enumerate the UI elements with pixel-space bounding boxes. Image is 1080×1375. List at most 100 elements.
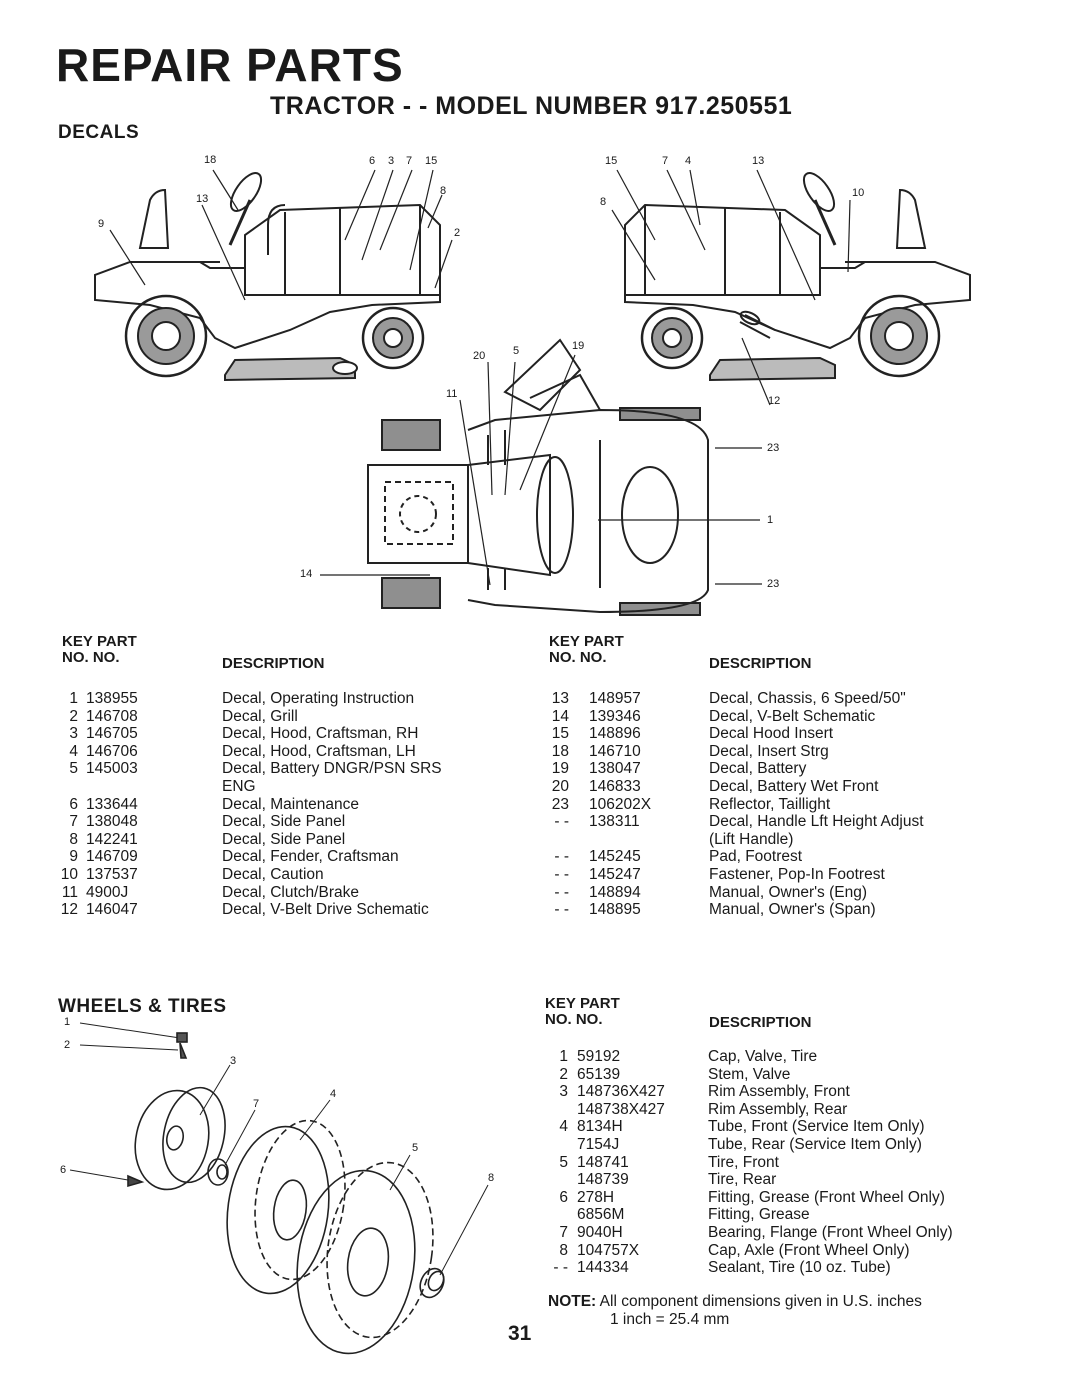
callout-7b: 7: [662, 155, 669, 167]
key-number: - -: [554, 865, 569, 883]
decals-section-title: DECALS: [58, 122, 140, 143]
wheels-desc-header: DESCRIPTION: [709, 1014, 812, 1031]
part-description: Tube, Rear (Service Item Only): [708, 1135, 922, 1153]
callout-10: 10: [852, 187, 865, 199]
part-number: 148894: [589, 883, 641, 901]
part-number: 146706: [86, 742, 138, 760]
tractor-right-side-view: [624, 172, 971, 382]
key-number: 2: [559, 1065, 568, 1083]
key-number: 19: [551, 760, 569, 778]
key-number: 9: [69, 848, 78, 866]
part-number: 146709: [86, 848, 138, 866]
part-description: Decal, Chassis, 6 Speed/50": [709, 690, 906, 707]
key-number: 4: [69, 742, 78, 760]
part-number: 148736X427: [577, 1083, 665, 1101]
wheels-callout-7: 7: [253, 1098, 260, 1110]
part-description: Rim Assembly, Rear: [708, 1100, 848, 1118]
part-description: Manual, Owner's (Eng): [709, 883, 868, 901]
key-number: - -: [553, 1259, 568, 1277]
part-number: 145245: [589, 848, 641, 866]
part-number: 148738X427: [577, 1100, 665, 1118]
part-description: Decal, Battery Wet Front: [709, 777, 879, 795]
key-number: - -: [554, 901, 569, 919]
wheels-callout-2: 2: [64, 1039, 71, 1051]
callout-15b: 15: [605, 155, 618, 167]
part-number: 139346: [589, 707, 641, 725]
part-description: Tire, Front: [708, 1153, 779, 1171]
part-number: 138047: [589, 760, 641, 778]
part-number: 65139: [577, 1065, 621, 1083]
callout-15: 15: [425, 155, 438, 167]
table-row: 3 148736X427 Rim Assembly, Front: [530, 1083, 1050, 1101]
callout-14: 14: [300, 568, 313, 580]
part-description: Tube, Front (Service Item Only): [708, 1118, 925, 1136]
part-number: 146047: [86, 901, 138, 919]
wheels-callout-3: 3: [230, 1055, 237, 1067]
callout-1: 1: [767, 514, 774, 526]
part-description: Fitting, Grease: [708, 1206, 810, 1224]
part-description: Decal, Hood, Craftsman, RH: [222, 725, 419, 743]
part-number: 59192: [577, 1048, 621, 1065]
wheels-header: KEY PART NO. NO.: [545, 995, 620, 1028]
leader-lines: [109, 169, 851, 586]
callout-20: 20: [473, 350, 486, 362]
part-number: 146833: [589, 777, 641, 795]
callout-2: 2: [454, 227, 461, 239]
table-row: - - 145245 Pad, Footrest: [527, 848, 987, 866]
key-number: 5: [559, 1153, 568, 1171]
key-number: 13: [551, 690, 569, 707]
key-number: 3: [559, 1083, 568, 1101]
part-number: 9040H: [577, 1223, 623, 1241]
part-description: Reflector, Taillight: [709, 795, 831, 813]
decals-right-desc-header: DESCRIPTION: [709, 655, 812, 672]
part-description: Decal, V-Belt Drive Schematic: [222, 901, 429, 919]
part-description: Tire, Rear: [708, 1171, 777, 1189]
part-description: Stem, Valve: [708, 1065, 791, 1083]
part-number: 278H: [577, 1188, 615, 1206]
key-number: - -: [554, 848, 569, 866]
part-description: Rim Assembly, Front: [708, 1083, 850, 1101]
decals-left-header: KEY PART NO. NO.: [62, 633, 137, 666]
key-number: 8: [559, 1241, 568, 1259]
part-description: Decal, Maintenance: [222, 795, 359, 813]
table-row: 2 65139 Stem, Valve: [530, 1066, 1050, 1084]
part-description: Pad, Footrest: [709, 848, 803, 866]
part-number: 138048: [86, 813, 138, 831]
wheels-section-title: WHEELS & TIRES: [58, 996, 227, 1017]
callout-7: 7: [406, 155, 413, 167]
key-number: 7: [559, 1223, 568, 1241]
key-number: 23: [551, 795, 569, 813]
part-description: Decal, Battery: [709, 760, 807, 778]
wheels-callout-6: 6: [60, 1164, 67, 1176]
key-number: 7: [69, 813, 78, 831]
wheels-callout-4: 4: [330, 1088, 337, 1100]
part-number: 6856M: [577, 1206, 625, 1224]
part-number: 148741: [577, 1153, 629, 1171]
part-number: 142241: [86, 830, 138, 848]
part-number: 133644: [86, 795, 138, 813]
part-description: Decal, Operating Instruction: [222, 690, 415, 707]
part-description: Fitting, Grease (Front Wheel Only): [708, 1188, 945, 1206]
decals-left-desc-header: DESCRIPTION: [222, 655, 325, 672]
tractor-left-side-view: [94, 172, 441, 382]
part-number: 138955: [86, 690, 138, 707]
